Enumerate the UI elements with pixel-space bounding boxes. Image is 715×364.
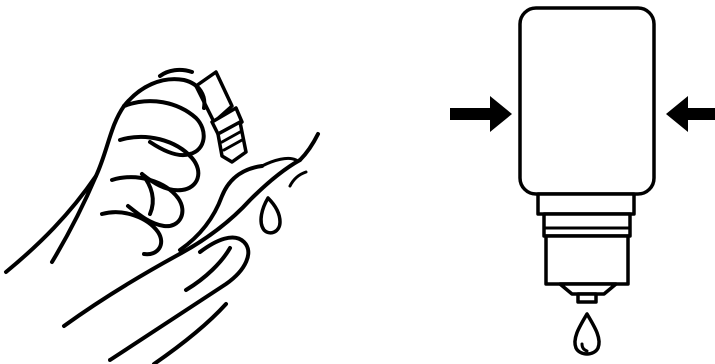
left-squeeze-arrow-icon	[450, 96, 512, 132]
bottle-squeeze-panel	[420, 0, 715, 364]
dropper-bottle-icon	[420, 0, 715, 364]
hand-squeezing-dropper-icon	[0, 0, 340, 364]
bottle-body	[520, 8, 654, 194]
drop-icon	[261, 198, 280, 233]
tilted-dropper-bottle-icon	[196, 72, 246, 162]
hand-holding-dropper-panel	[0, 0, 340, 364]
dropper-tip	[546, 236, 628, 284]
falling-drop-icon	[575, 314, 599, 354]
bottle-collar	[538, 194, 634, 214]
bottle-neck	[544, 214, 630, 236]
right-squeeze-arrow-icon	[666, 96, 715, 132]
hand-fist-icon	[6, 70, 204, 272]
open-hand-icon	[64, 134, 318, 364]
